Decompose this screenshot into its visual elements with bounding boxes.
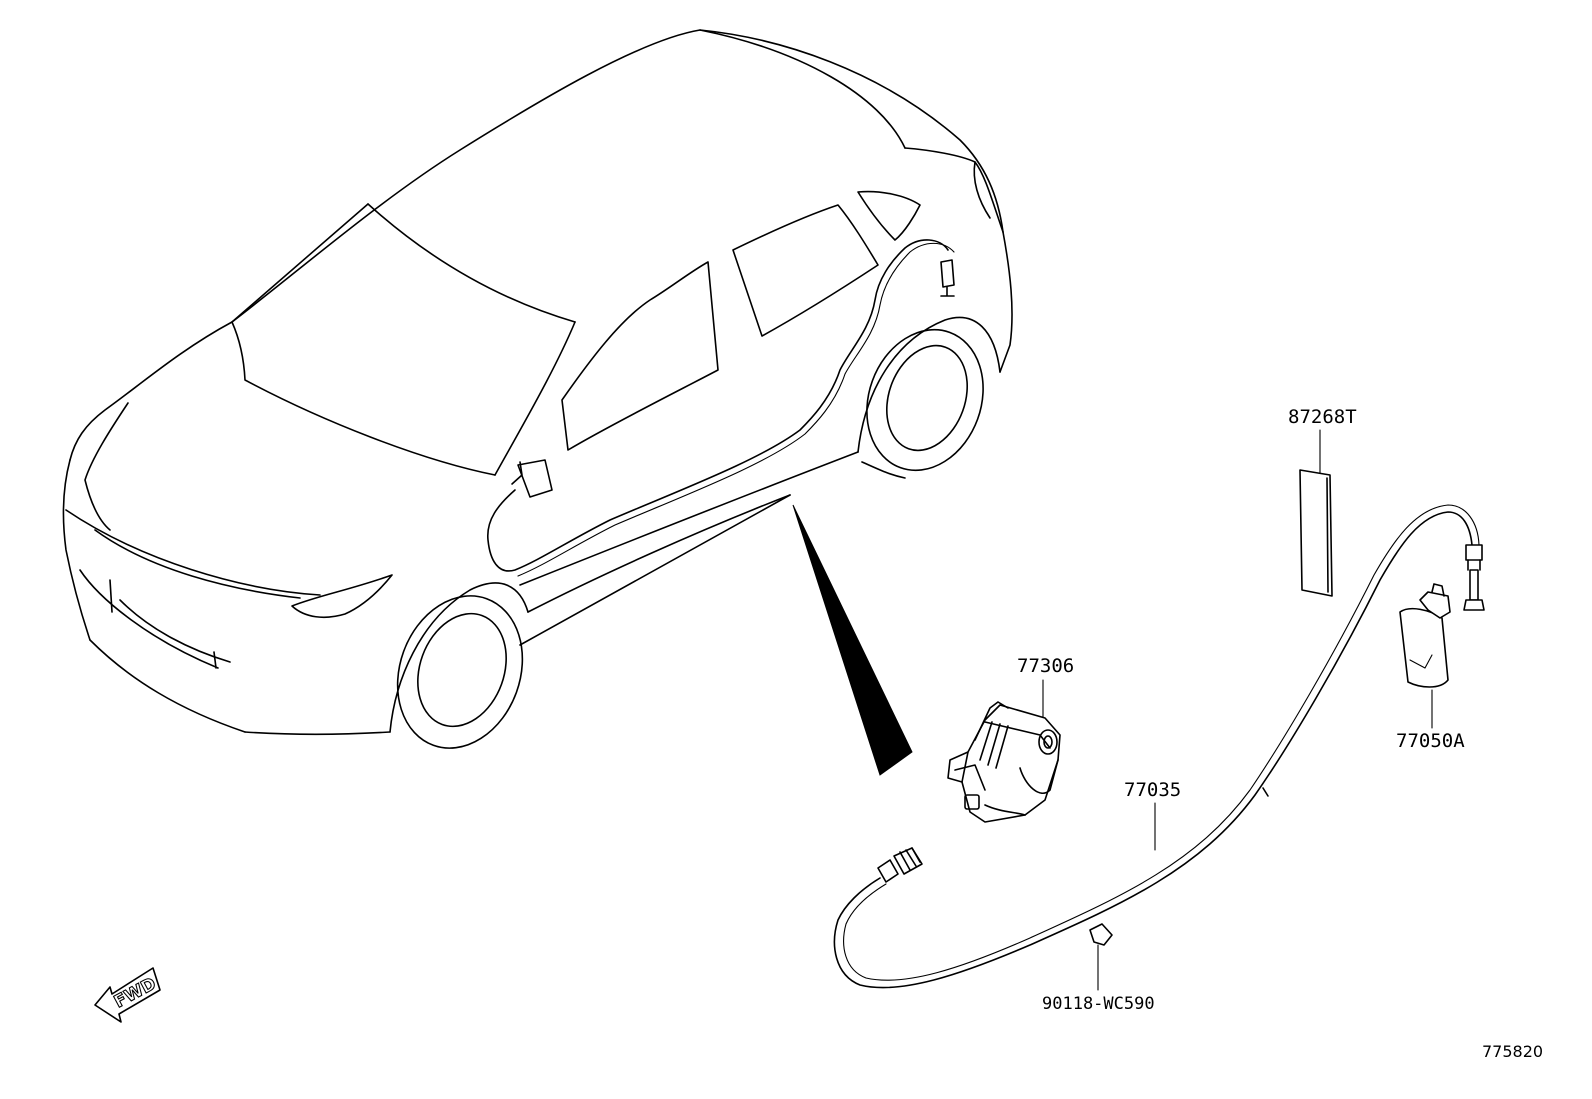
part-90118-WC590: 90118-WC590 xyxy=(1042,923,1155,1014)
callout-77035: 77035 xyxy=(1124,779,1181,801)
callout-90118-WC590: 90118-WC590 xyxy=(1042,994,1155,1014)
callout-77050A: 77050A xyxy=(1396,730,1465,752)
part-77050A: 77050A xyxy=(1396,583,1465,752)
part-77306: 77306 xyxy=(947,655,1074,823)
figure-id: 775820 xyxy=(1482,1042,1543,1061)
fwd-arrow-icon: FWD xyxy=(94,967,161,1023)
part-77035: 77035 xyxy=(833,504,1485,989)
vehicle-illustration xyxy=(62,29,1013,776)
part-87268T: 87268T xyxy=(1288,406,1357,597)
callout-87268T: 87268T xyxy=(1288,406,1357,428)
callout-77306: 77306 xyxy=(1017,655,1074,677)
